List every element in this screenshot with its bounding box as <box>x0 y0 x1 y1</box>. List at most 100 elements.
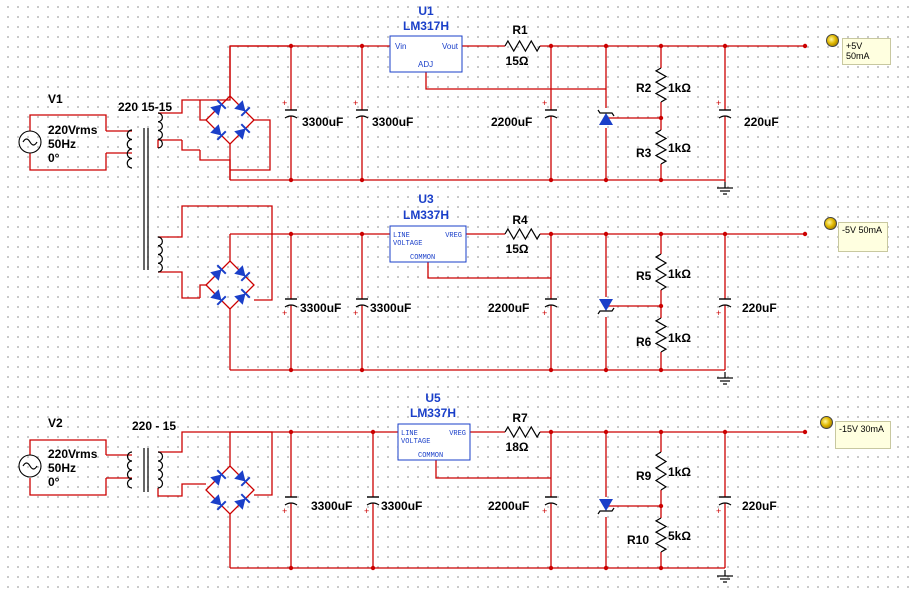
zener-triangle <box>599 499 613 511</box>
cap-plate-curved <box>284 304 298 308</box>
wire <box>435 460 551 479</box>
ac-source-v2 <box>18 454 42 478</box>
wires <box>29 43 808 571</box>
ground-symbol <box>717 182 733 195</box>
zener-triangle <box>599 113 613 125</box>
resistor-r5 <box>654 253 668 291</box>
bridge-rectifier-2 <box>205 260 255 310</box>
zener-bar <box>597 109 615 117</box>
zener-triangle <box>599 299 613 311</box>
bridge-diode <box>234 265 251 282</box>
diode-bar <box>240 106 251 117</box>
label-cap-row3-3: 2200uF <box>488 499 529 513</box>
label-r6-value: 1kΩ <box>668 331 691 345</box>
bridge-diode <box>234 123 251 140</box>
label-cap-row1-1: 3300uF <box>302 115 343 129</box>
output-node <box>802 43 808 49</box>
bridge-rectifier-3 <box>205 465 255 515</box>
secondary-coil-2 <box>157 236 163 273</box>
label-cap-row1-3: 2200uF <box>491 115 532 129</box>
regulator-u5 <box>397 423 471 461</box>
label-u1-pin-adj: ADJ <box>418 60 433 69</box>
cap-plate-curved <box>284 115 298 119</box>
probe-label-1[interactable]: +5V 50mA <box>842 38 891 65</box>
polarity-mark: + <box>716 98 721 108</box>
capacitor-c3a: + <box>282 496 298 516</box>
label-r7-ref: R7 <box>512 411 528 425</box>
junction-dot <box>658 303 664 309</box>
polarity-mark: + <box>353 98 358 108</box>
components: ++++++++++++ <box>18 35 733 583</box>
label-r4-value: 15Ω <box>506 242 529 256</box>
wire <box>29 153 107 171</box>
resistor-r9 <box>654 451 668 491</box>
cap-plate-curved <box>544 115 558 119</box>
bridge-diode <box>210 469 227 486</box>
label-u1-part: LM317H <box>403 19 449 33</box>
wire <box>29 439 107 496</box>
label-u5-ref: U5 <box>425 391 441 405</box>
polarity-mark: + <box>282 98 287 108</box>
capacitor-c1a: + <box>282 98 298 119</box>
label-u1-pin-out: Vout <box>442 42 459 51</box>
label-r3-ref: R3 <box>636 146 652 160</box>
label-v1-voltage: 220Vrms <box>48 123 98 137</box>
coil-winding <box>157 451 164 489</box>
probe-icon-3[interactable] <box>820 416 833 429</box>
capacitor-c3d: + <box>716 496 732 516</box>
label-cap-row3-1: 3300uF <box>311 499 352 513</box>
primary-coil-v2 <box>126 451 133 489</box>
diode-bar <box>240 493 251 504</box>
label-r4-ref: R4 <box>512 213 528 227</box>
label-v2-voltage: 220Vrms <box>48 447 98 461</box>
wire <box>157 431 273 497</box>
label-u3-pin-common: COMMON <box>410 254 435 262</box>
diode-bar <box>216 99 227 110</box>
probe-label-3[interactable]: -15V 30mA <box>835 421 891 449</box>
diode-bar <box>216 469 227 480</box>
label-u3-pin-in: LINE <box>393 232 410 240</box>
cap-plate-curved <box>718 115 732 119</box>
ac-circle <box>18 454 42 478</box>
probe-icon-2[interactable] <box>824 217 837 230</box>
label-v2-phase: 0° <box>48 475 60 489</box>
cap-plate-curved <box>366 502 380 506</box>
label-r2-value: 1kΩ <box>668 81 691 95</box>
diode-bar <box>240 123 251 134</box>
polarity-mark: + <box>716 308 721 318</box>
primary-coil-v1 <box>126 129 133 169</box>
resistor-r6 <box>654 317 668 353</box>
diode-triangle <box>210 124 222 136</box>
bridge-rectifier-1 <box>205 95 255 145</box>
resistor-r10 <box>654 517 668 553</box>
label-v1-ref: V1 <box>48 92 63 106</box>
output-node <box>802 231 808 237</box>
capacitor-c1b: + <box>353 98 369 119</box>
label-cap-row1-4: 220uF <box>744 115 779 129</box>
ac-circle <box>18 130 42 154</box>
diode-triangle <box>234 100 246 112</box>
zener-d1 <box>597 109 615 125</box>
cap-plate-curved <box>544 304 558 308</box>
label-cap-row2-2: 3300uF <box>370 301 411 315</box>
wire <box>157 99 200 148</box>
label-r10-value: 5kΩ <box>668 529 691 543</box>
bridge-diode <box>210 494 227 511</box>
wire <box>425 72 606 90</box>
polarity-mark: + <box>353 308 358 318</box>
bridge-diode <box>210 289 227 306</box>
diode-bar <box>240 476 251 487</box>
probe-icon-1[interactable] <box>826 34 839 47</box>
ground-symbol <box>717 372 733 385</box>
wire <box>605 46 661 180</box>
resistor-r7 <box>504 425 541 439</box>
probe-label-2[interactable]: -5V 50mA <box>838 222 888 252</box>
diode-triangle <box>210 104 222 116</box>
label-u3-part: LM337H <box>403 208 449 222</box>
output-node <box>802 429 808 435</box>
ac-source-v1 <box>18 130 42 154</box>
capacitor-c3b: + <box>364 496 380 516</box>
label-u5-pin-common: COMMON <box>418 452 443 460</box>
